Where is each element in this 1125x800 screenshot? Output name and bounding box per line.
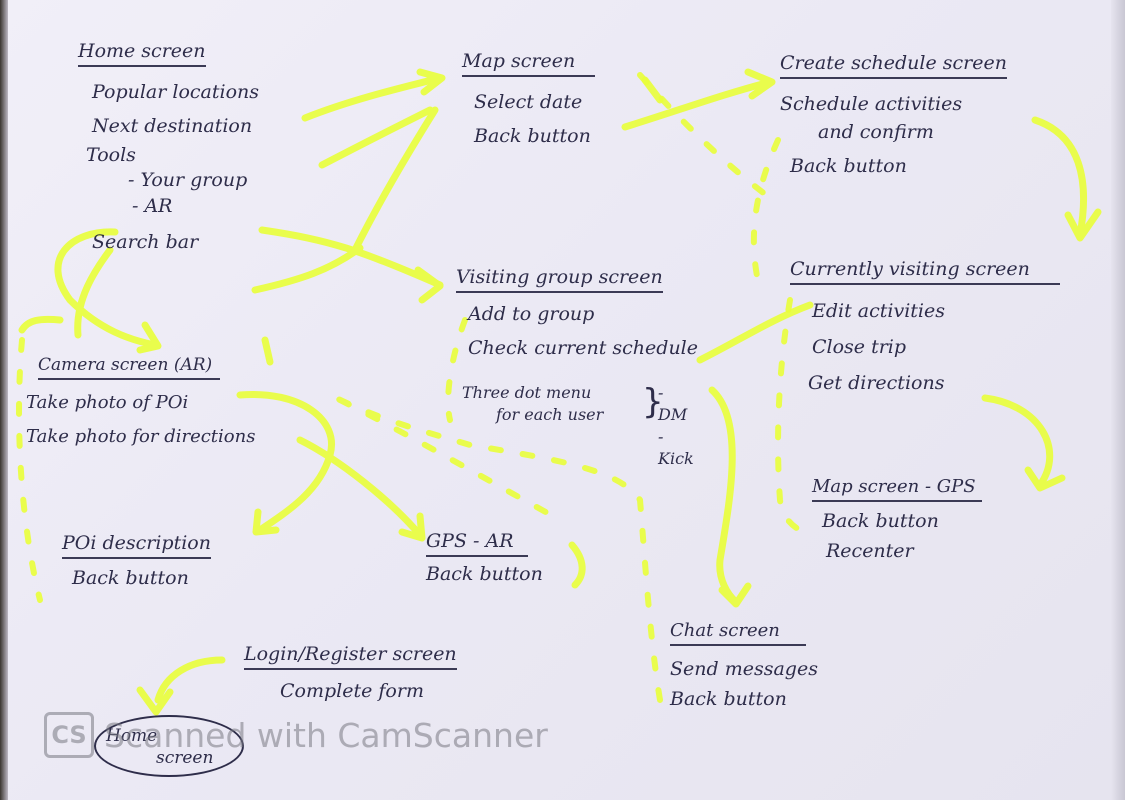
node-item: Add to group [468,303,595,325]
arrow-group-to-map2 [351,106,439,254]
node-item: Check current schedule [468,337,699,359]
dash-chat-back [327,392,663,703]
dash-current-left [775,297,803,533]
three-dot-menu-label: Three dot menu [462,383,592,402]
node-item: Take photo of POi [26,392,189,413]
arrow-tools-to-camera [54,228,159,349]
arrow-select-to-create-head [744,68,776,100]
arrow-gps-head [1024,466,1066,492]
node-item: Back button [72,567,189,589]
home-screen-oval: Home screen [94,715,244,777]
dash-visiting-back [445,317,468,423]
node-map-screen: Map screen Select date Back button [462,50,596,153]
for-each-user-label: for each user [496,405,604,424]
node-item: Next destination [92,115,253,137]
node-item: Back button [474,125,591,147]
node-title: Camera screen (AR) [38,355,221,380]
three-dot-menu-note: Three dot menu for each user } - DM - Ki… [462,382,694,468]
node-poi-description-screen: POi description Back button [62,532,211,595]
node-item: Recenter [826,540,914,562]
node-home-screen: Home screen Popular locations Next desti… [78,40,259,259]
node-item: Select date [474,91,583,113]
arrow-directions-to-gpsar [296,436,424,539]
camscanner-watermark: CS Scanned with CamScanner [44,712,548,758]
arrow-create-down [1031,116,1088,239]
node-item: Back button [822,510,939,532]
node-title: POi description [62,532,211,559]
oval-line: Home [106,726,158,746]
node-title: Currently visiting screen [790,258,1060,285]
camscanner-logo-icon: CS [44,712,94,758]
menu-option: - DM [658,383,688,424]
node-item: Complete form [280,680,424,702]
node-sub-item: - AR [132,195,173,217]
node-sub-item: - Your group [128,169,248,191]
node-chat-screen: Chat screen Send messages Back button [670,620,818,714]
node-title: Home screen [78,40,206,67]
arrow-login-head [136,686,174,716]
arrow-select-to-create [621,78,774,131]
node-item: Get directions [808,372,945,394]
node-title: Visiting group screen [456,266,663,293]
arrow-search-to-visiting [251,244,364,294]
arrow-three-dot-to-chat [708,386,740,606]
dash-map-back [637,72,783,208]
arrow-gps-back [568,541,586,589]
node-item: Popular locations [92,81,260,103]
node-title: Map screen [462,50,596,77]
node-item: Take photo for directions [26,426,256,447]
dash-camera-left [16,337,43,603]
node-title: Map screen - GPS [812,476,982,502]
node-item: and confirm [818,121,934,143]
node-currently-visiting-screen: Currently visiting screen Edit activitie… [790,258,1060,401]
paper-edge-left [0,0,8,800]
arrow-get-directions-to-gps [981,394,1054,489]
arrow-camera-left [18,315,64,334]
node-item: Search bar [92,231,199,253]
node-item: Back button [790,155,907,177]
node-camera-screen: Camera screen (AR) Take photo of POi Tak… [26,355,255,454]
node-item: Back button [426,563,543,585]
oval-line: screen [156,748,214,768]
node-create-schedule-screen: Create schedule screen Schedule activiti… [780,52,1007,183]
arrow-popular-to-map [301,74,444,122]
node-item: Schedule activities [780,93,963,115]
arrow-login-to-home [154,656,226,704]
node-title: GPS - AR [426,530,528,557]
node-item: Back button [670,688,787,710]
paper-edge-right [1111,0,1125,800]
arrow-group-to-map [258,226,444,289]
node-map-gps-screen: Map screen - GPS Back button Recenter [812,476,982,566]
arrow-popular-to-map-head [416,68,446,96]
arrow-camera-back [261,336,274,366]
node-item: Edit activities [812,300,945,322]
arrow-gpsar-head [398,512,426,542]
watermark-text: Scanned with CamScanner [104,715,548,755]
node-title: Chat screen [670,620,806,646]
arrow-check-to-current [696,301,814,364]
node-gps-ar-screen: GPS - AR Back button [426,530,543,591]
arrow-chat-head [718,582,752,608]
node-item: Send messages [670,658,818,680]
node-login-register-screen: Login/Register screen Complete form [244,643,457,708]
arrow-group-head [414,266,444,304]
arrow-next-to-map [318,106,434,169]
brace-glyph: } [642,382,664,422]
arrow-ar-to-camera [74,246,114,339]
node-visiting-group-screen: Visiting group screen Add to group Check… [456,266,698,365]
dash-create-back [750,137,781,293]
node-title: Create schedule screen [780,52,1007,79]
node-title: Login/Register screen [244,643,457,670]
arrow-create-down-head [1064,208,1102,242]
node-item: Tools [86,144,136,166]
arrow-poi-to-desc-head [252,508,280,536]
arrow-tools-head [136,321,162,354]
node-item: Close trip [812,336,907,358]
menu-option: - Kick [658,427,694,468]
